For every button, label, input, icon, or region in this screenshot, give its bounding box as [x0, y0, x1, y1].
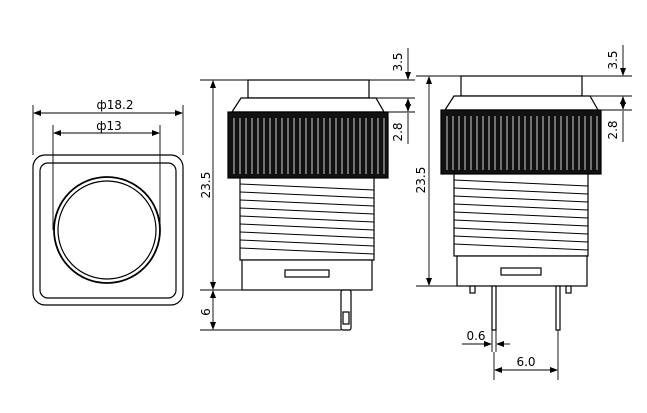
cap — [247, 79, 370, 99]
pin-right — [555, 285, 561, 331]
side-2-dimensions — [416, 45, 632, 380]
side1-top-dim-label: 3.5 — [391, 52, 405, 71]
side-view-2 — [440, 75, 602, 331]
side2-collar-dim-label: 2.8 — [606, 120, 620, 139]
side1-pin-length-label: 6 — [199, 308, 213, 316]
side2-height-label: 23.5 — [414, 167, 428, 194]
pin-spacing-label: 6.0 — [516, 355, 535, 369]
side-1-dimensions — [200, 48, 415, 331]
tab-right — [565, 285, 572, 294]
knurled-nut-2 — [440, 109, 602, 175]
side1-collar-dim-label: 2.8 — [391, 122, 405, 141]
knurled-nut — [227, 111, 389, 179]
side1-height-label: 23.5 — [199, 172, 213, 199]
side-view-1 — [227, 79, 389, 331]
inner-dim-label: ф13 — [96, 119, 122, 133]
outer-dim-label: ф18.2 — [97, 98, 134, 112]
base-slot-2 — [500, 267, 542, 276]
pin-left — [491, 285, 497, 331]
inner-square — [39, 162, 177, 299]
bezel-2 — [443, 95, 600, 111]
bezel — [230, 97, 386, 113]
thread-lines-2 — [453, 179, 589, 251]
cap-2 — [460, 75, 583, 97]
pin-width-label: 0.6 — [466, 329, 485, 343]
outer-square — [32, 154, 184, 306]
side2-top-dim-label: 3.5 — [606, 50, 620, 69]
front-dimensions — [32, 105, 184, 230]
lens-outer-circle — [53, 176, 161, 284]
tab-left — [469, 285, 476, 294]
thread-lines — [239, 183, 375, 255]
base-slot — [284, 269, 330, 278]
front-view — [32, 154, 184, 306]
pin-hole — [342, 311, 350, 325]
lens-inner-circle — [57, 180, 157, 280]
